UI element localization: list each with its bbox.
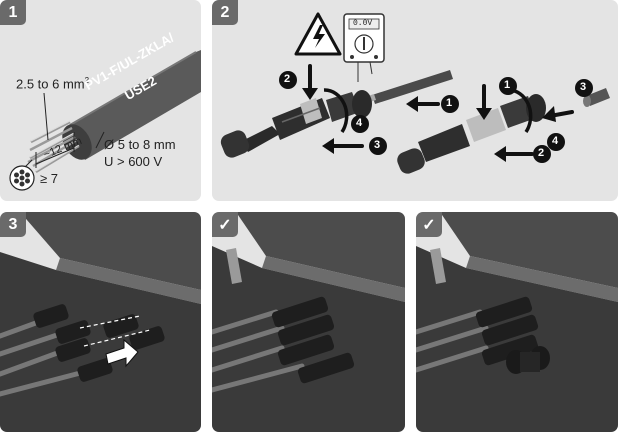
panel-2-connector-assembly: 2: [212, 0, 618, 201]
step-right-1: 1: [504, 79, 511, 91]
step-badge-1: 1: [0, 0, 26, 25]
step-right-2: 2: [538, 147, 545, 159]
check-badge-left: ✓: [212, 212, 238, 237]
panel-3-plug-in-connectors: 3: [0, 212, 201, 432]
step-right-3: 3: [580, 81, 587, 93]
step-right-4: 4: [552, 135, 559, 147]
strand-count-label: ≥ 7: [40, 171, 58, 186]
panel-4-connected-ok: ✓: [212, 212, 405, 432]
step-badge-2: 2: [212, 0, 238, 25]
diameter-label: Ø 5 to 8 mm: [104, 137, 176, 152]
plug-in-illustration: [0, 212, 201, 432]
sealing-caps: [506, 346, 550, 374]
cable-illustration: [9, 50, 201, 191]
sealed-result-illustration: [416, 212, 618, 432]
plug-in-arrow: [105, 338, 139, 368]
connector-assembly-illustration: [220, 12, 610, 174]
panel-1-cable-requirements: 1 2.5 to 6 mm2 PV1-F/UL-ZKLA/ USE2 ~12 m…: [0, 0, 201, 201]
step-left-3: 3: [374, 139, 381, 151]
panel-5-sealed-ok: ✓: [416, 212, 618, 432]
check-badge-right: ✓: [416, 212, 442, 237]
step-left-2: 2: [284, 73, 291, 85]
multimeter-display: 0.0V: [353, 19, 373, 28]
step-badge-3: 3: [0, 212, 26, 237]
voltage-label: U > 600 V: [104, 154, 163, 169]
cross-section-label: 2.5 to 6 mm2: [16, 76, 90, 92]
left-connector: [220, 90, 372, 158]
right-connector: [397, 88, 610, 174]
step-left-1: 1: [446, 97, 453, 109]
connected-result-illustration: [212, 212, 405, 432]
step-left-4: 4: [356, 117, 363, 129]
